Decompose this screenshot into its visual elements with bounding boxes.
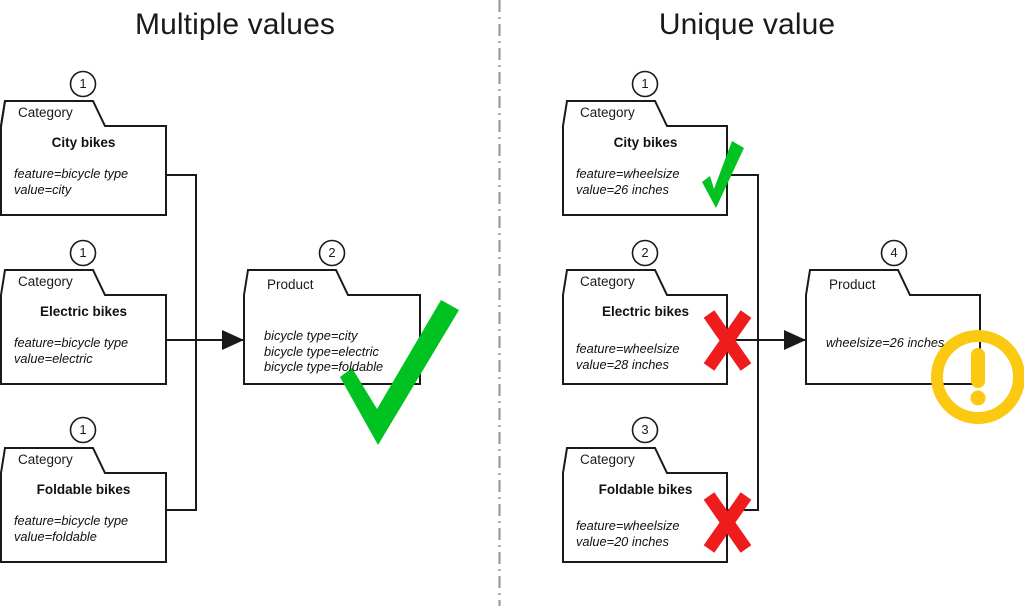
card-left-product-line-2: bicycle type=foldable: [264, 359, 384, 374]
badge-left-3: 1: [79, 422, 87, 437]
card-right-1-line-0: feature=wheelsize: [576, 166, 680, 181]
card-right-2-title: Electric bikes: [601, 304, 690, 319]
card-left-2-tab-label: Category: [18, 274, 73, 289]
badge-circle-right-3: [631, 416, 659, 444]
card-left-2-line-0: feature=bicycle type: [14, 335, 129, 350]
card-right-1-line-1: value=26 inches: [576, 181, 669, 197]
card-right-1-tab-label: Category: [580, 105, 635, 120]
badge-circle-right-1: [631, 70, 659, 98]
red-cross-icon-1: [703, 310, 752, 371]
card-left-3-title: Foldable bikes: [36, 482, 131, 497]
card-left-1-title: City bikes: [51, 135, 116, 150]
badge-right-2: 2: [641, 245, 649, 260]
badge-circle-left-3: [69, 416, 97, 444]
badge-left-1: 1: [79, 76, 87, 91]
badge-right-product: 4: [890, 245, 898, 260]
card-left-2-title: Electric bikes: [39, 304, 128, 319]
card-left-3-line-1: value=foldable: [14, 528, 97, 544]
badge-circle-right-product: [880, 239, 908, 267]
badge-circle-left-2: [69, 239, 97, 267]
card-left-3: [0, 416, 167, 563]
card-right-1: [562, 70, 728, 216]
badge-circle-left-1: [69, 70, 97, 98]
card-left-1-line-0: feature=bicycle type: [14, 166, 129, 181]
card-left-product-tab-label: Product: [267, 277, 314, 292]
card-right-2-line-1: value=28 inches: [576, 356, 669, 372]
badge-left-product: 2: [328, 245, 336, 260]
arrow-head-left: [222, 330, 244, 350]
arrow-head-right: [784, 330, 806, 350]
card-right-product-tab-label: Product: [829, 277, 876, 292]
panel-title-multiple-values: Multiple values: [135, 8, 335, 41]
card-left-3-line-0: feature=bicycle type: [14, 513, 129, 528]
card-right-3: [562, 416, 728, 563]
card-right-2-line-0: feature=wheelsize: [576, 341, 680, 356]
badge-left-2: 1: [79, 245, 87, 260]
card-left-1: [0, 70, 167, 216]
card-right-2: [562, 239, 728, 385]
card-left-product-line-1: bicycle type=electric: [264, 343, 379, 359]
card-left-1-tab-label: Category: [18, 105, 73, 120]
card-right-3-line-1: value=20 inches: [576, 533, 669, 549]
green-check-icon: [340, 300, 459, 445]
red-cross-icon-2: [703, 492, 752, 553]
card-right-3-title: Foldable bikes: [598, 482, 693, 497]
badge-circle-left-product: [318, 239, 346, 267]
green-check-small-icon: [702, 141, 744, 208]
warning-circle-icon: [931, 330, 1024, 424]
card-right-1-title: City bikes: [613, 135, 678, 150]
card-right-2-tab-label: Category: [580, 274, 635, 289]
panel-title-unique-value: Unique value: [658, 8, 836, 41]
card-right-3-line-0: feature=wheelsize: [576, 518, 680, 533]
badge-circle-right-2: [631, 239, 659, 267]
card-right-product-line-0: wheelsize=26 inches: [826, 335, 945, 350]
card-left-1-line-1: value=city: [14, 181, 72, 197]
card-right-3-tab-label: Category: [580, 452, 635, 467]
card-right-product-body: wheelsize=26 inches: [826, 335, 944, 351]
badge-right-3: 3: [641, 422, 649, 437]
card-left-product-line-0: bicycle type=city: [264, 328, 358, 343]
badge-right-1: 1: [641, 76, 649, 91]
card-left-3-tab-label: Category: [18, 452, 73, 467]
card-left-2-line-1: value=electric: [14, 350, 93, 366]
card-left-2: [0, 239, 167, 385]
